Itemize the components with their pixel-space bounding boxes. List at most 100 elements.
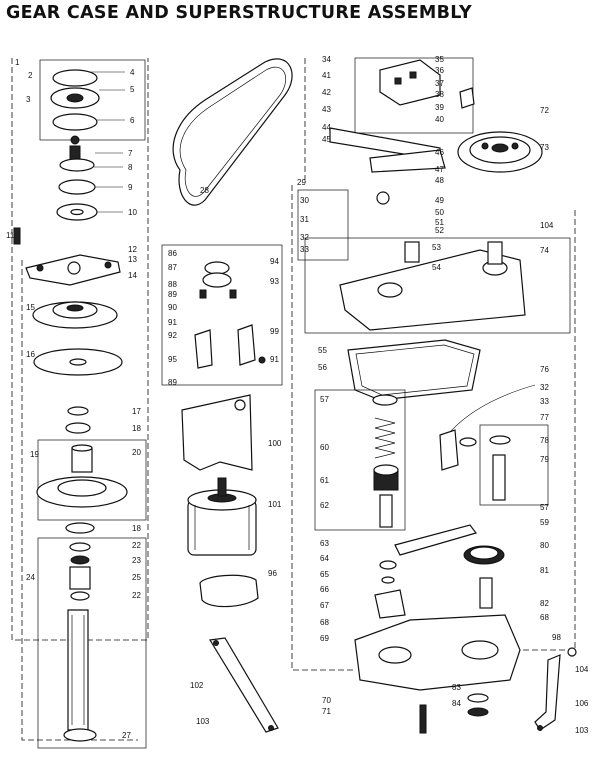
callout-71: 71 — [322, 707, 331, 716]
callout-82: 82 — [540, 599, 549, 608]
callout-98: 98 — [552, 633, 561, 642]
callout-3: 3 — [26, 95, 31, 104]
callout-32b: 32 — [540, 383, 549, 392]
callout-55: 55 — [318, 346, 327, 355]
callout-44: 44 — [322, 123, 331, 132]
gear-case — [354, 614, 521, 734]
callout-86: 86 — [168, 249, 177, 258]
drive-belt — [172, 58, 293, 206]
callout-103: 103 — [196, 717, 210, 726]
callout-28: 28 — [200, 186, 209, 195]
callout-18: 18 — [132, 424, 141, 433]
callout-4: 4 — [130, 68, 135, 77]
callout-83: 83 — [452, 683, 461, 692]
mounting-strap — [209, 637, 279, 733]
callout-64: 64 — [320, 554, 329, 563]
callout-29: 29 — [297, 178, 306, 187]
callout-10: 10 — [128, 208, 137, 217]
callout-30: 30 — [300, 196, 309, 205]
callout-61: 61 — [320, 476, 329, 485]
callout-53: 53 — [432, 243, 441, 252]
callout-59: 59 — [540, 518, 549, 527]
callout-88: 88 — [168, 280, 177, 289]
callout-2: 2 — [28, 71, 33, 80]
callout-45: 45 — [322, 135, 331, 144]
callout-60: 60 — [320, 443, 329, 452]
callout-1: 1 — [15, 58, 20, 67]
callout-67: 67 — [320, 601, 329, 610]
callout-57b: 57 — [540, 503, 549, 512]
callout-104: 104 — [540, 221, 554, 230]
callout-91: 91 — [168, 318, 177, 327]
callout-96: 96 — [268, 569, 277, 578]
callout-54: 54 — [432, 263, 441, 272]
callout-19: 19 — [30, 450, 39, 459]
callout-87: 87 — [168, 263, 177, 272]
callout-100: 100 — [268, 439, 282, 448]
callout-25: 25 — [132, 573, 141, 582]
callout-79: 79 — [540, 455, 549, 464]
gear-case-cover — [297, 189, 571, 334]
drive-pulley — [32, 301, 123, 434]
callout-50: 50 — [435, 208, 444, 217]
callout-101: 101 — [268, 500, 282, 509]
callout-31: 31 — [300, 215, 309, 224]
callout-35: 35 — [435, 55, 444, 64]
callout-103b: 103 — [575, 726, 589, 735]
callout-104b: 104 — [575, 665, 589, 674]
callout-46: 46 — [435, 148, 444, 157]
gear-stack — [314, 389, 406, 531]
callout-47: 47 — [435, 165, 444, 174]
gasket — [347, 339, 481, 401]
callout-74: 74 — [540, 246, 549, 255]
callout-37: 37 — [435, 79, 444, 88]
callout-68: 68 — [320, 618, 329, 627]
motor-mount-group — [161, 244, 283, 386]
callout-43: 43 — [322, 105, 331, 114]
top-bearing-stack — [39, 59, 146, 221]
mounting-plate — [13, 227, 121, 286]
assembly-outline-right — [291, 58, 576, 671]
callout-33: 33 — [300, 245, 309, 254]
agitator-shaft — [37, 537, 147, 749]
callout-80: 80 — [540, 541, 549, 550]
motor — [187, 477, 257, 556]
callout-94: 94 — [270, 257, 279, 266]
callout-51: 51 — [435, 218, 444, 227]
callout-92: 92 — [168, 331, 177, 340]
callout-78: 78 — [540, 436, 549, 445]
callout-56: 56 — [318, 363, 327, 372]
callout-42: 42 — [322, 88, 331, 97]
transmission-pulley — [457, 131, 543, 173]
callout-77: 77 — [540, 413, 549, 422]
callout-14: 14 — [128, 271, 137, 280]
callout-66: 66 — [320, 585, 329, 594]
callout-5: 5 — [130, 85, 135, 94]
callout-36: 36 — [435, 66, 444, 75]
callout-27: 27 — [122, 731, 131, 740]
callout-70: 70 — [322, 696, 331, 705]
callout-labels: 1 2 3 4 5 6 7 8 9 10 11 12 13 14 15 16 1… — [6, 55, 589, 740]
callout-72: 72 — [540, 106, 549, 115]
callout-68b: 68 — [540, 613, 549, 622]
side-bracket — [534, 647, 577, 731]
callout-102: 102 — [190, 681, 204, 690]
callout-7: 7 — [128, 149, 133, 158]
callout-18b: 18 — [132, 524, 141, 533]
callout-24: 24 — [26, 573, 35, 582]
diagram-title: GEAR CASE AND SUPERSTRUCTURE ASSEMBLY — [6, 3, 472, 23]
callout-40: 40 — [435, 115, 444, 124]
callout-52: 52 — [435, 226, 444, 235]
callout-33b: 33 — [540, 397, 549, 406]
callout-69: 69 — [320, 634, 329, 643]
callout-39: 39 — [435, 103, 444, 112]
callout-17: 17 — [132, 407, 141, 416]
callout-32: 32 — [300, 233, 309, 242]
callout-99: 99 — [270, 327, 279, 336]
callout-91b: 91 — [270, 355, 279, 364]
callout-34: 34 — [322, 55, 331, 64]
callout-89: 89 — [168, 290, 177, 299]
callout-9: 9 — [128, 183, 133, 192]
callout-95: 95 — [168, 355, 177, 364]
